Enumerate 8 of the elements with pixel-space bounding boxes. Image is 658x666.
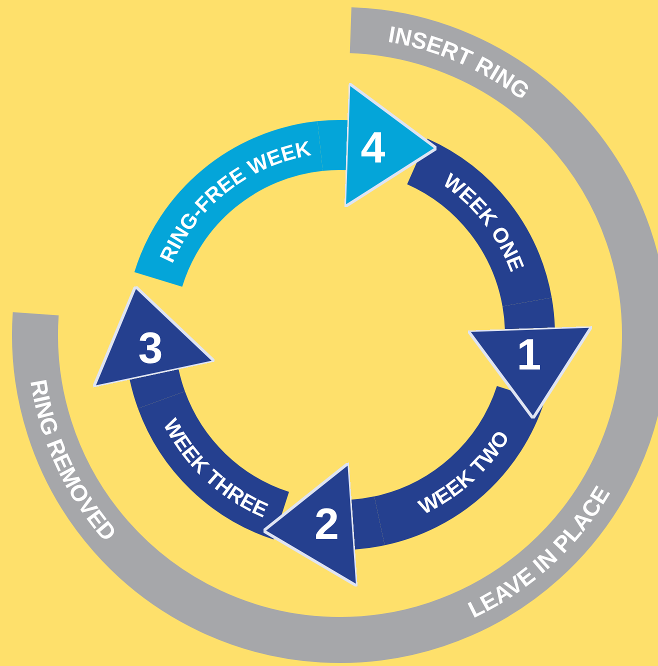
step-number: 3 [138, 324, 163, 373]
step-number: 2 [314, 500, 339, 550]
step-number: 4 [360, 123, 386, 172]
arrow [92, 285, 216, 408]
arrow [262, 461, 384, 588]
arrow [318, 82, 438, 209]
step-number: 1 [516, 330, 542, 380]
arrow [466, 298, 594, 420]
